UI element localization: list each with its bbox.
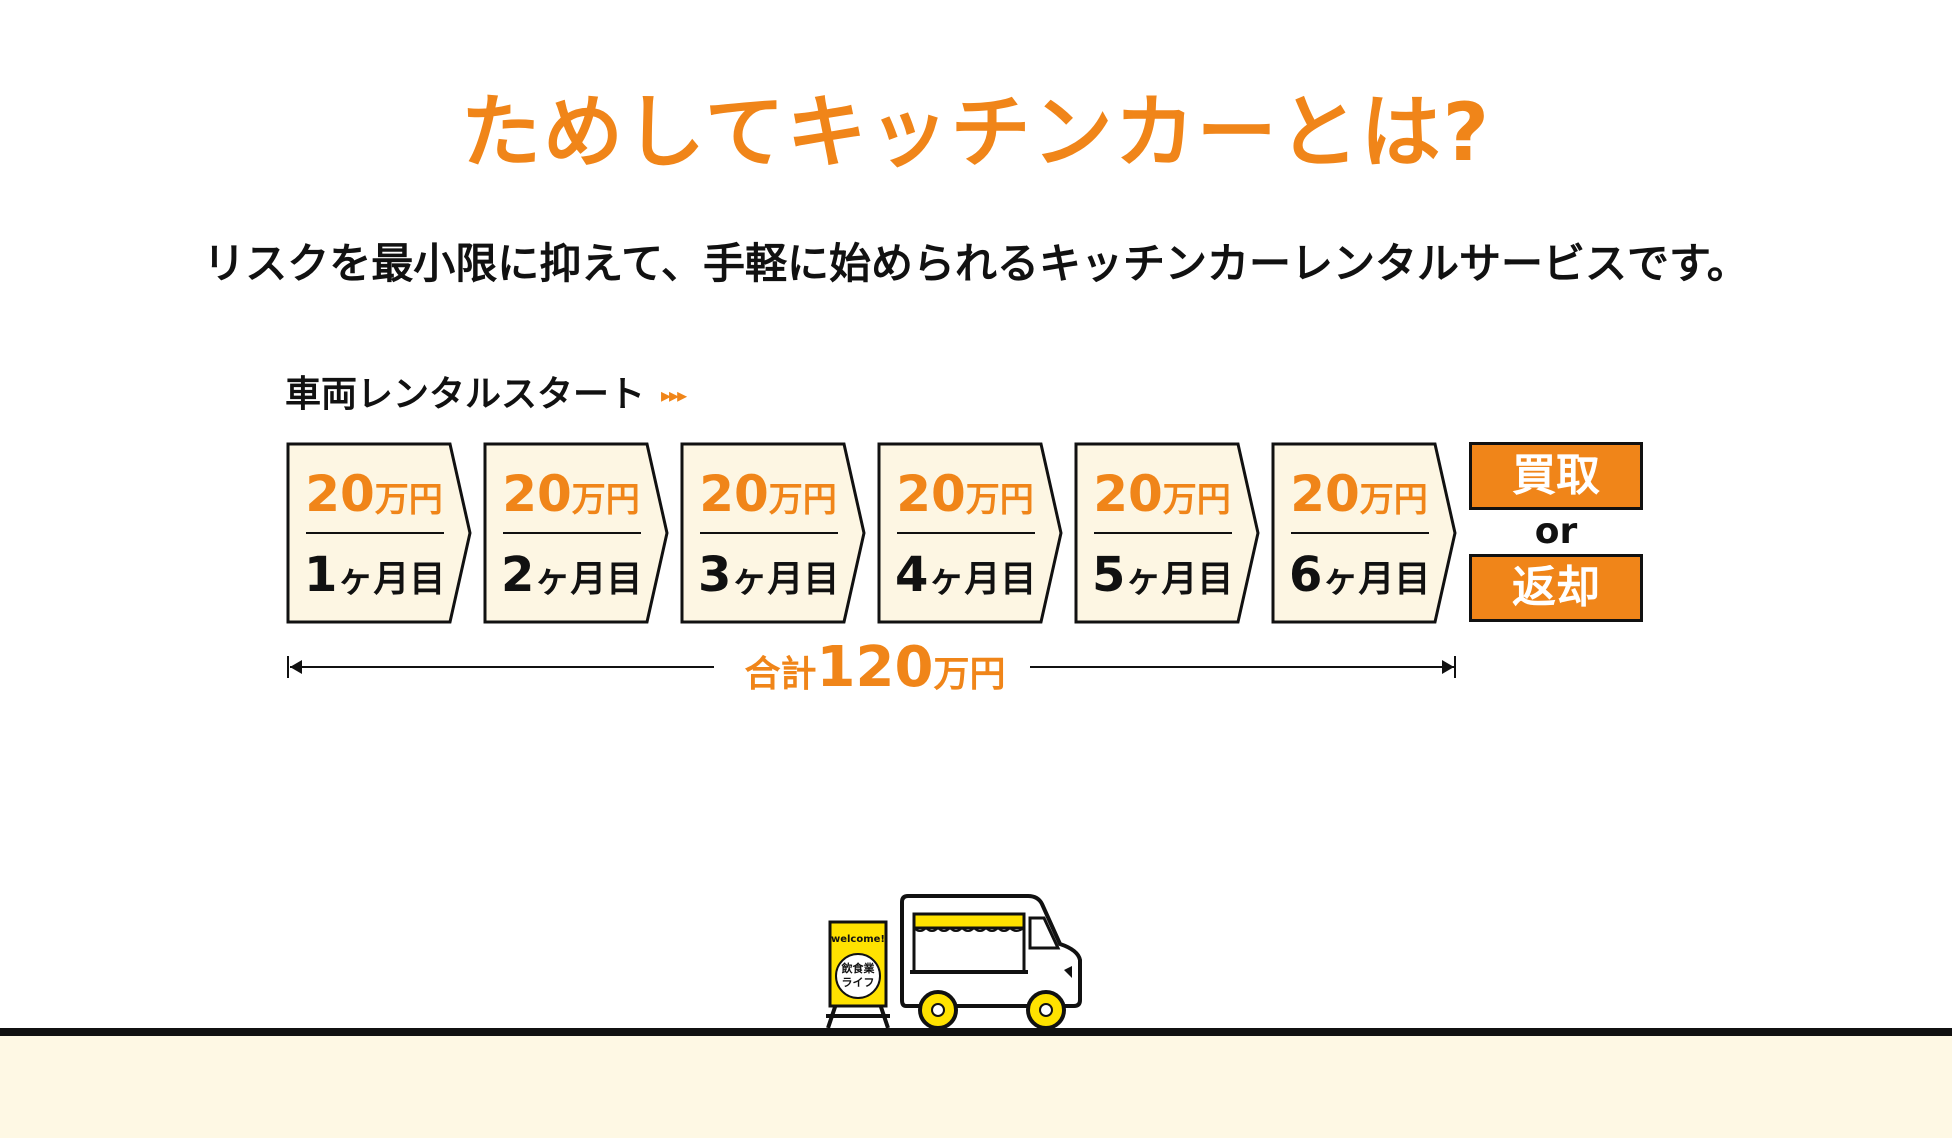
total-value: 120 <box>816 635 934 700</box>
amount-value: 20 <box>305 465 375 523</box>
month-label: 5ヶ月目 <box>1092 542 1234 613</box>
total-bracket-start <box>287 656 289 678</box>
month-step: 20万円 2ヶ月目 <box>483 442 669 624</box>
divider <box>503 532 641 534</box>
month-amount: 20万円 <box>895 464 1035 530</box>
divider <box>700 532 838 534</box>
amount-unit: 万円 <box>768 480 837 520</box>
month-label: 2ヶ月目 <box>501 542 643 613</box>
month-unit: ヶ月目 <box>534 559 643 600</box>
month-label: 6ヶ月目 <box>1289 542 1431 613</box>
amount-unit: 万円 <box>1162 480 1231 520</box>
amount-value: 20 <box>1093 465 1163 523</box>
month-step: 20万円 1ヶ月目 <box>286 442 472 624</box>
page-subtitle: リスクを最小限に抑えて、手軽に始められるキッチンカーレンタルサービスです。 <box>203 239 1749 288</box>
month-amount: 20万円 <box>698 464 838 530</box>
month-number: 5 <box>1092 547 1126 603</box>
month-number: 3 <box>698 547 732 603</box>
rental-start-text: 車両レンタルスタート <box>285 374 646 415</box>
rental-flow: 20万円 1ヶ月目 20万円 2ヶ月目 20万円 3ヶ月目 20万円 4ヶ月目 … <box>286 442 1646 626</box>
svg-text:飲食業: 飲食業 <box>841 961 876 975</box>
month-unit: ヶ月目 <box>337 559 446 600</box>
month-label: 4ヶ月目 <box>895 542 1037 613</box>
amount-unit: 万円 <box>571 480 640 520</box>
amount-unit: 万円 <box>374 480 443 520</box>
return-option-badge: 返却 <box>1469 554 1643 622</box>
truck-icon <box>900 894 1082 1030</box>
divider <box>1291 532 1429 534</box>
month-step: 20万円 3ヶ月目 <box>680 442 866 624</box>
svg-text:welcome!: welcome! <box>831 934 885 945</box>
buy-option-badge: 買取 <box>1469 442 1643 510</box>
month-unit: ヶ月目 <box>928 559 1037 600</box>
month-label: 3ヶ月目 <box>698 542 840 613</box>
ground-line <box>0 1028 1952 1036</box>
month-unit: ヶ月目 <box>731 559 840 600</box>
month-step: 20万円 5ヶ月目 <box>1074 442 1260 624</box>
month-number: 4 <box>895 547 929 603</box>
month-amount: 20万円 <box>1092 464 1232 530</box>
total-prefix: 合計 <box>744 654 817 695</box>
month-amount: 20万円 <box>501 464 641 530</box>
page-title: ためしてキッチンカーとは? <box>460 86 1491 179</box>
amount-value: 20 <box>502 465 572 523</box>
month-amount: 20万円 <box>1289 464 1429 530</box>
kitchen-car-illustration: welcome! 飲食業 ライフ <box>826 894 1082 1030</box>
amount-unit: 万円 <box>1359 480 1428 520</box>
month-label: 1ヶ月目 <box>304 542 446 613</box>
month-unit: ヶ月目 <box>1125 559 1234 600</box>
amount-value: 20 <box>896 465 966 523</box>
amount-unit: 万円 <box>965 480 1034 520</box>
divider <box>897 532 1035 534</box>
month-step: 20万円 6ヶ月目 <box>1271 442 1457 624</box>
total-line-right <box>1030 666 1454 668</box>
welcome-sign-icon: welcome! 飲食業 ライフ <box>826 920 890 1029</box>
month-amount: 20万円 <box>304 464 444 530</box>
arrow-right-icon <box>1442 660 1454 674</box>
month-number: 2 <box>501 547 535 603</box>
amount-value: 20 <box>1290 465 1360 523</box>
rental-start-label: 車両レンタルスタート ▸▸▸ <box>285 370 687 420</box>
total-bracket-end <box>1454 656 1456 678</box>
month-step: 20万円 4ヶ月目 <box>877 442 1063 624</box>
amount-value: 20 <box>699 465 769 523</box>
month-number: 6 <box>1289 547 1323 603</box>
triple-arrow-icon: ▸▸▸ <box>661 383 687 407</box>
floor-area <box>0 1036 1952 1138</box>
or-label: or <box>1534 511 1578 552</box>
svg-text:ライフ: ライフ <box>842 976 875 989</box>
divider <box>1094 532 1232 534</box>
month-number: 1 <box>304 547 338 603</box>
divider <box>306 532 444 534</box>
total-line-left <box>290 666 714 668</box>
total-amount: 合計120万円 <box>740 636 1010 707</box>
total-unit: 万円 <box>933 654 1006 695</box>
month-unit: ヶ月目 <box>1322 559 1431 600</box>
